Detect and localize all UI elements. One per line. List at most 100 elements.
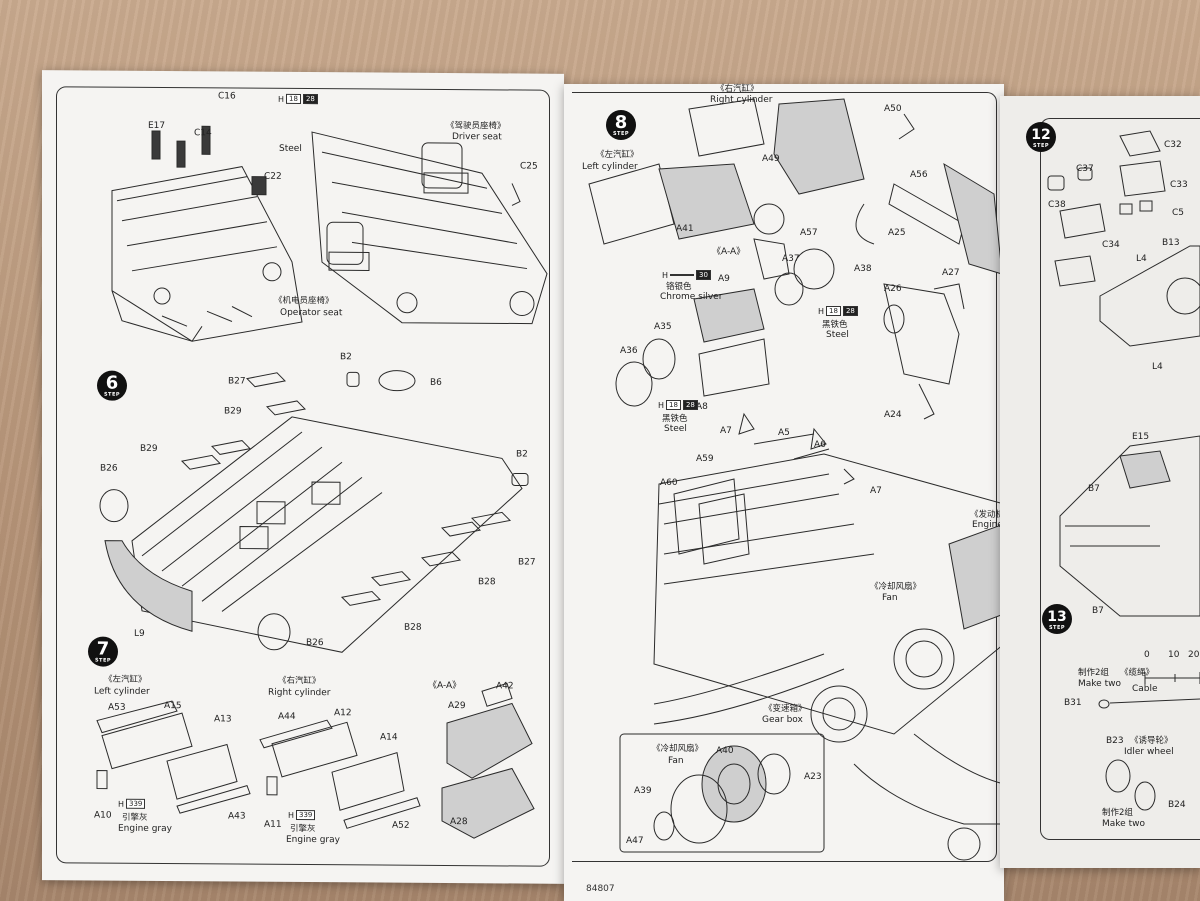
paint-number: 30 bbox=[696, 270, 711, 280]
part-label-l9: L9 bbox=[134, 628, 145, 639]
part-label-b6: B6 bbox=[430, 377, 442, 388]
step-word: STEP bbox=[103, 391, 121, 398]
right-cylinder-title-cn: 《右汽缸》 bbox=[716, 84, 759, 94]
paint-number: 339 bbox=[296, 809, 316, 821]
gearbox-label-cn: 《变速箱》 bbox=[764, 704, 807, 714]
engine-label-cn: 《发动机》 bbox=[970, 510, 1013, 520]
paint-name: Chrome silver bbox=[660, 292, 723, 302]
step-6-badge: 6 STEP bbox=[97, 370, 127, 401]
driver-seat-title: Driver seat bbox=[452, 132, 502, 143]
fan-box-title: Fan bbox=[668, 756, 684, 766]
cable-label-cn: 《缆绳》 bbox=[1120, 668, 1155, 678]
paint-number: 18 bbox=[826, 306, 841, 316]
paint-h: H bbox=[658, 400, 665, 410]
part-label-a50: A50 bbox=[884, 104, 902, 114]
assembly-drawings-right bbox=[588, 98, 1004, 861]
ruler-tick-20: 20 bbox=[1188, 650, 1200, 660]
kit-code: 84807 bbox=[586, 884, 615, 894]
part-label-a13: A13 bbox=[214, 714, 232, 725]
paint-number: 18 bbox=[286, 93, 301, 104]
page-frame bbox=[1040, 118, 1200, 840]
part-label-b7: B7 bbox=[1088, 484, 1100, 494]
paint-steel-label: Steel bbox=[279, 143, 302, 154]
paint-h: H bbox=[278, 94, 285, 104]
part-label-a44: A44 bbox=[278, 711, 296, 722]
paint-name-cn: 引擎灰 bbox=[122, 812, 148, 823]
paint-h: H bbox=[288, 810, 295, 820]
part-label-b27-2: B27 bbox=[518, 557, 536, 568]
left-cylinder-title: Left cylinder bbox=[94, 686, 150, 697]
part-label-c38: C38 bbox=[1048, 200, 1066, 210]
paint-code-steel-1: H 18 28 bbox=[818, 306, 858, 316]
part-label-a6: A6 bbox=[814, 440, 826, 450]
operator-seat-title-cn: 《机电员座椅》 bbox=[274, 295, 334, 307]
part-label-a24: A24 bbox=[884, 410, 902, 420]
part-label-a8: A8 bbox=[696, 402, 708, 412]
assembly-drawings-left bbox=[96, 125, 548, 839]
fan-label: Fan bbox=[882, 593, 898, 603]
left-cylinder-title: Left cylinder bbox=[582, 162, 638, 172]
part-label-a41: A41 bbox=[676, 224, 694, 234]
section-aa-title: 《A-A》 bbox=[428, 680, 462, 692]
part-label-c34: C34 bbox=[1102, 240, 1120, 250]
assembly-drawings-next bbox=[1047, 130, 1200, 811]
part-label-c16: C16 bbox=[218, 91, 236, 102]
part-label-a12: A12 bbox=[334, 708, 352, 719]
paint-name-cn: 引擎灰 bbox=[290, 823, 316, 835]
step-word: STEP bbox=[1048, 625, 1066, 631]
part-label-a49: A49 bbox=[762, 154, 780, 164]
left-cylinder-title-cn: 《左汽缸》 bbox=[104, 674, 147, 685]
part-label-b24: B24 bbox=[1168, 800, 1186, 810]
part-label-a11: A11 bbox=[264, 819, 282, 830]
part-label-a28: A28 bbox=[450, 817, 468, 828]
paint-number-2: 28 bbox=[842, 306, 858, 316]
cable-label: Cable bbox=[1132, 684, 1158, 694]
idler-wheel-cn: 《诱导轮》 bbox=[1130, 736, 1173, 746]
paint-number-2: 28 bbox=[302, 93, 318, 105]
part-label-a56: A56 bbox=[910, 170, 928, 180]
paint-name: Steel bbox=[664, 424, 687, 434]
paint-name: Engine gray bbox=[286, 834, 340, 846]
part-label-c25: C25 bbox=[520, 161, 538, 172]
make-two: Make two bbox=[1078, 679, 1121, 689]
paint-h: H bbox=[662, 270, 669, 280]
right-cylinder-title-cn: 《右汽缸》 bbox=[278, 675, 321, 687]
paint-number: 18 bbox=[666, 400, 681, 410]
make-two-cn: 制作2组 bbox=[1078, 668, 1109, 678]
paint-code-engine-gray-1: H 339 bbox=[118, 798, 146, 809]
part-label-c32: C32 bbox=[1164, 140, 1182, 150]
part-label-b26-2: B26 bbox=[306, 638, 324, 649]
step-number: 8 bbox=[614, 112, 628, 133]
step-12-badge: 12 STEP bbox=[1026, 122, 1056, 152]
paint-swatch bbox=[670, 274, 695, 276]
part-label-a39: A39 bbox=[634, 786, 652, 796]
make-two-cn-2: 制作2组 bbox=[1102, 808, 1133, 818]
part-label-a59: A59 bbox=[696, 454, 714, 464]
paint-code-chrome: H 30 bbox=[662, 270, 711, 280]
part-label-a53: A53 bbox=[108, 702, 126, 713]
part-label-a7-2: A7 bbox=[870, 486, 882, 496]
paint-name-cn: 黑铁色 bbox=[662, 414, 688, 424]
part-label-a5: A5 bbox=[778, 428, 790, 438]
part-label-c37: C37 bbox=[1076, 164, 1094, 174]
part-label-b31: B31 bbox=[1064, 698, 1082, 708]
ruler-tick-10: 10 bbox=[1168, 650, 1180, 660]
part-label-a37: A37 bbox=[782, 254, 800, 264]
instruction-page-left: C16 H 18 28 E17 C14 Steel C22 C25 《驾驶员座椅… bbox=[42, 70, 564, 884]
part-label-b29: B29 bbox=[224, 406, 242, 417]
step-number: 13 bbox=[1047, 608, 1067, 625]
part-label-a40: A40 bbox=[716, 746, 734, 756]
step-number: 12 bbox=[1031, 126, 1051, 143]
part-label-l4: L4 bbox=[1136, 254, 1147, 264]
part-label-a7: A7 bbox=[720, 426, 732, 436]
paint-name: Steel bbox=[826, 330, 849, 340]
part-label-b28-2: B28 bbox=[404, 622, 422, 633]
step-number: 6 bbox=[105, 372, 119, 394]
part-label-e17: E17 bbox=[148, 120, 166, 132]
step-7-badge: 7 STEP bbox=[88, 636, 118, 667]
part-label-b13: B13 bbox=[1162, 238, 1180, 248]
part-label-a25: A25 bbox=[888, 228, 906, 238]
right-cylinder-title: Right cylinder bbox=[268, 687, 331, 699]
part-label-a47: A47 bbox=[626, 836, 644, 846]
paint-code-steel-2: H 18 28 bbox=[658, 400, 698, 410]
